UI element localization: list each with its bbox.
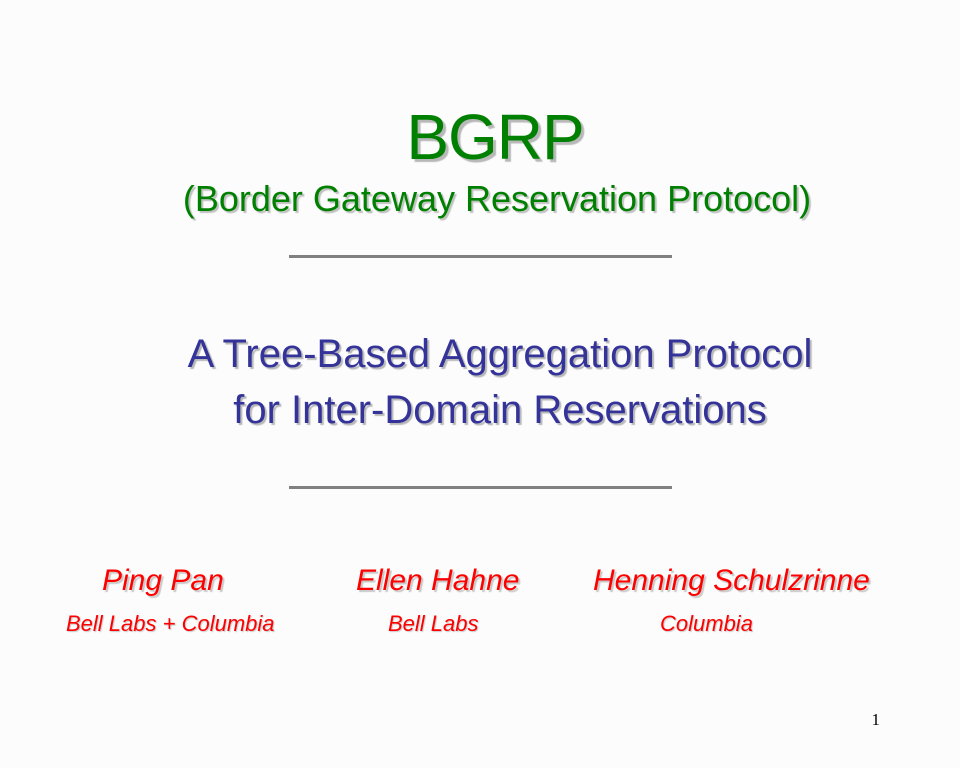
author-affiliation: Columbia xyxy=(660,611,753,636)
author-name: Henning Schulzrinne xyxy=(593,564,870,597)
author-name: Ping Pan xyxy=(102,564,224,597)
divider-top xyxy=(289,255,672,258)
heading-line-1: A Tree-Based Aggregation Protocol xyxy=(187,332,813,376)
author-affiliation: Bell Labs + Columbia xyxy=(66,611,275,636)
author-name: Ellen Hahne xyxy=(356,564,520,597)
page-number: 1 xyxy=(871,710,881,729)
slide-title: BGRP xyxy=(406,101,584,173)
slide-subtitle: (Border Gateway Reservation Protocol) xyxy=(182,178,812,219)
heading-line-2: for Inter-Domain Reservations xyxy=(233,388,767,432)
divider-bottom xyxy=(289,486,672,489)
author-affiliation: Bell Labs xyxy=(388,611,479,636)
